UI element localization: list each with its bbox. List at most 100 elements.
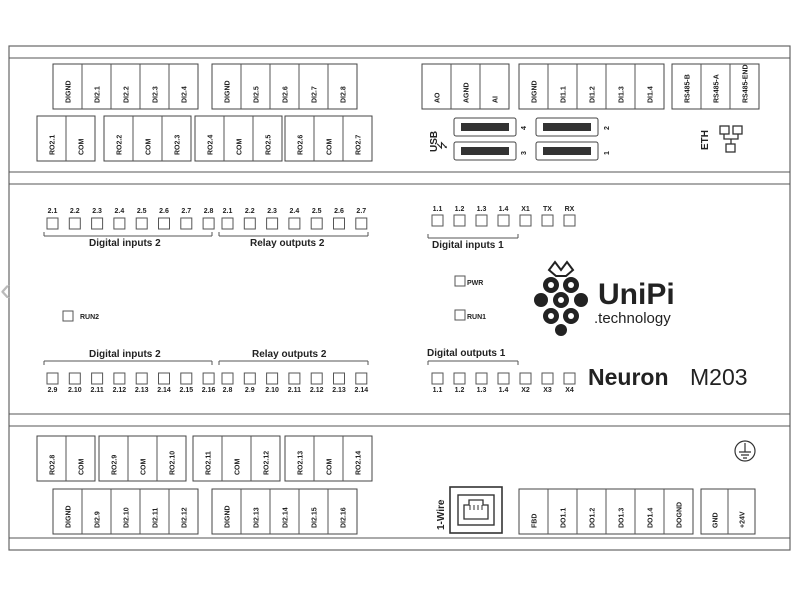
usb-port-number: 1: [604, 151, 611, 155]
terminal-label: DI2.14: [283, 507, 290, 528]
top-di1-led: [519, 214, 532, 227]
terminal-label: RO2.5: [266, 135, 273, 155]
pwr-label: PWR: [467, 280, 483, 287]
bottom-ro2-led: [266, 372, 279, 385]
top-di1-led: [475, 214, 488, 227]
top-ro-group-4-block: [284, 115, 373, 162]
terminal-label: DI2.15: [312, 507, 319, 528]
terminal-label: RO2.11: [206, 451, 213, 475]
pwr-led: [454, 275, 466, 287]
bottom-di-group-1-block: [52, 488, 199, 535]
terminal-label: COM: [146, 139, 153, 156]
terminal-label: GND: [713, 512, 720, 528]
top-ro2-led-label: 2.4: [290, 208, 300, 215]
bottom-ro2-led-label: 2.9: [245, 387, 255, 394]
top-di1-led-label: X1: [521, 206, 530, 213]
bottom-do1-led: [563, 372, 576, 385]
usb-icon: ⭍: [436, 141, 449, 150]
bottom-di2-led: [113, 372, 126, 385]
bottom-ro2-led: [333, 372, 345, 385]
title-top-digital-inputs-2: Digital inputs 2: [89, 238, 161, 249]
top-di-group-3-block: [518, 63, 665, 110]
terminal-label: DI2.6: [283, 86, 290, 103]
top-ro2-led-label: 2.6: [334, 208, 344, 215]
terminal-label: COM: [79, 139, 86, 156]
terminal-label: RO2.10: [170, 451, 177, 475]
top-di-group-2-block: [211, 63, 358, 110]
top-di2-led-label: 2.2: [70, 208, 80, 215]
terminal-label: FBD: [532, 514, 539, 528]
terminal-label: RO2.12: [264, 451, 271, 475]
usb-port-number: 3: [521, 151, 528, 155]
top-di2-led-label: 2.3: [92, 208, 102, 215]
terminal-label: RS485-END: [743, 64, 750, 103]
terminal-label: AI: [493, 96, 500, 103]
top-di1-led: [453, 214, 466, 227]
top-di2-led-label: 2.7: [181, 208, 191, 215]
bottom-do1-led: [497, 372, 510, 385]
terminal-label: COM: [237, 139, 244, 156]
bottom-do1-led: [475, 372, 488, 385]
ethernet-port: ETH: [700, 125, 743, 153]
terminal-label: DOGND: [677, 502, 684, 528]
top-ro-group-2-block: [103, 115, 192, 162]
top-ro2-led-label: 2.1: [223, 208, 233, 215]
usb-port-number: 2: [604, 126, 611, 130]
unipi-logo-icon: [534, 260, 588, 336]
terminal-label: DI2.11: [153, 508, 160, 528]
top-ro2-led-label: 2.5: [312, 208, 322, 215]
title-brackets: [43, 232, 519, 365]
terminal-label: RO2.14: [356, 451, 363, 475]
top-di2-led-label: 2.4: [115, 208, 125, 215]
terminal-label: COM: [235, 459, 242, 476]
terminal-label: COM: [327, 139, 334, 156]
terminal-label: DI2.1: [95, 86, 102, 103]
top-di1-led: [497, 214, 510, 227]
title-bottom-relay-outputs-2: Relay outputs 2: [252, 349, 327, 360]
bottom-do1-led: [431, 372, 444, 385]
bottom-ro2-led: [355, 372, 368, 385]
brand-logo-text: UniPi: [598, 278, 675, 311]
terminal-label: DIGND: [532, 80, 539, 103]
terminal-label: DIGND: [225, 505, 232, 528]
terminal-label: DI1.2: [590, 86, 597, 103]
top-ro2-led: [266, 217, 279, 230]
bottom-ro2-led: [288, 372, 301, 385]
terminal-label: RS485-A: [714, 74, 721, 103]
bottom-ro2-led-label: 2.12: [310, 387, 324, 394]
bottom-do1-led-label: 1.1: [433, 387, 443, 394]
usb-ports: USB ⭍ 4 3 2 1: [429, 117, 611, 161]
terminal-label: RO2.1: [50, 135, 57, 155]
onewire-label: 1-Wire: [436, 499, 447, 530]
usb-port-number: 4: [521, 126, 528, 130]
bottom-ro2-led-label: 2.14: [354, 387, 368, 394]
top-di2-led-label: 2.5: [137, 208, 147, 215]
terminal-label: DI2.10: [124, 507, 131, 528]
bottom-di2-led-label: 2.10: [68, 387, 82, 394]
bottom-ro2-led: [221, 372, 234, 385]
terminal-label: RO2.3: [175, 135, 182, 155]
terminal-label: COM: [141, 459, 148, 476]
terminal-label: DI2.16: [341, 507, 348, 528]
bottom-ro2-led-label: 2.11: [288, 387, 301, 394]
bottom-di2-led: [158, 372, 170, 385]
terminal-label: RO2.4: [208, 135, 215, 155]
bottom-ro2-led-label: 2.13: [332, 387, 346, 394]
prev-arrow-icon[interactable]: ‹: [0, 271, 11, 307]
run2-label: RUN2: [80, 314, 99, 321]
terminal-label: DO1.4: [648, 508, 655, 528]
bottom-di2-led: [180, 372, 193, 385]
eth-label: ETH: [700, 130, 711, 150]
bottom-ro2-led: [310, 372, 323, 385]
network-icon: [719, 125, 743, 153]
top-di1-led-label: TX: [543, 206, 552, 213]
top-di1-led: [431, 214, 444, 227]
top-di1-led-label: 1.2: [455, 206, 465, 213]
top-di1-led-label: 1.3: [477, 206, 487, 213]
terminal-label: DIGND: [66, 505, 73, 528]
bottom-di2-led: [68, 372, 81, 385]
top-ro2-led: [288, 217, 301, 230]
